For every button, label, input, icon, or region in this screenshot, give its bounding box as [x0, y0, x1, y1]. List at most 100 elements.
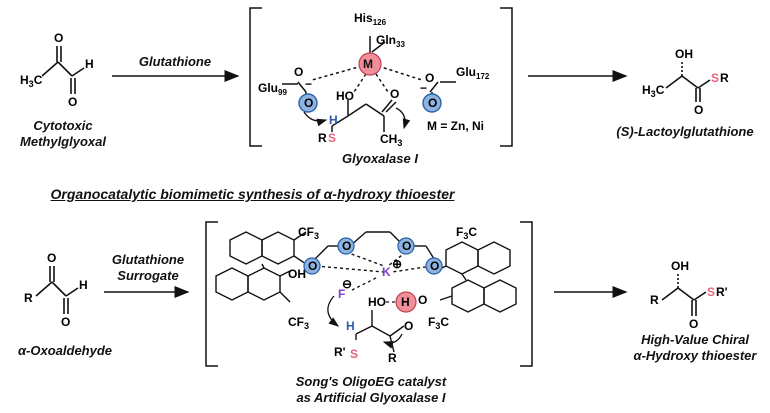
oxoaldehyde-o1-label: O — [47, 251, 56, 265]
glu172-o-label: O — [425, 71, 434, 85]
arrow3-label-line1: Glutathione — [111, 252, 185, 267]
right-bracket-bottom — [520, 221, 533, 367]
hydroxyl-label: HO — [336, 89, 354, 103]
ether-o4-label: O — [430, 259, 439, 273]
substrate-bonds — [355, 310, 405, 353]
ketone-o-label: O — [390, 87, 399, 101]
substrate-o-label: O — [404, 319, 413, 333]
curved-arrow-4 — [382, 333, 403, 349]
glu99-ominus-label: O — [304, 96, 313, 110]
catalyst-right-binaphthyl — [437, 241, 517, 313]
phenol-h-highlight — [395, 291, 417, 313]
cf3-top-right: F3C — [456, 225, 477, 241]
substrate-oh-label: HO — [368, 295, 386, 309]
product-r-label: R — [720, 71, 729, 85]
glu99-label: Glu99 — [258, 81, 287, 97]
catalyst-line1: Song's OligoEG catalyst — [295, 374, 447, 389]
right-bracket-top — [500, 7, 513, 147]
ch3-label: CH3 — [380, 132, 402, 148]
oxoaldehyde-r-label: R — [24, 291, 33, 305]
thioester-line2: α-Hydroxy thioester — [633, 348, 757, 363]
oligoeg-chain — [311, 231, 437, 273]
oxoaldehyde-structure — [35, 266, 79, 314]
glu172-ominus-label: O — [428, 96, 437, 110]
metal-note: M = Zn, Ni — [427, 119, 484, 133]
product-methyl-label: H3C — [642, 83, 665, 99]
methylglyoxal-line1: Cytotoxic — [33, 118, 93, 133]
potassium-charge: ⊕ — [392, 257, 402, 271]
arrow3-label: Glutathione Surrogate — [96, 252, 200, 284]
product-s-label: S — [711, 71, 719, 85]
fluoride-label: F — [338, 287, 345, 301]
oh-left: OH — [288, 267, 306, 281]
oxoaldehyde-caption: α-Oxoaldehyde — [17, 343, 113, 358]
metal-center-highlight — [358, 52, 382, 76]
catalyst-line2: as Artificial Glyoxalase I — [296, 390, 446, 405]
curved-arrow-2 — [395, 107, 411, 130]
r-group-label: R — [318, 131, 327, 145]
phenol-h-label: H — [401, 295, 410, 309]
glu99-o-label: O — [294, 65, 303, 79]
ether-o3-highlight — [397, 237, 415, 255]
his126-label: His126 — [354, 11, 387, 27]
active-site-bonds — [282, 36, 456, 132]
ether-o2-highlight — [337, 237, 355, 255]
ether-o4-highlight — [425, 257, 443, 275]
aldehyde-h-label: H — [85, 57, 94, 71]
ether-o1-label: O — [308, 259, 317, 273]
substrate-r-prime-label: R' — [334, 345, 346, 359]
product2-oh-label: OH — [671, 259, 689, 273]
aldehyde-o-label: O — [68, 95, 77, 109]
ether-o2-label: O — [342, 239, 351, 253]
carbonyl-o-label: O — [54, 31, 63, 45]
gln33-label: Gln33 — [376, 33, 405, 49]
glu172-label: Glu172 — [456, 65, 490, 81]
oxoaldehyde-o2-label: O — [61, 315, 70, 329]
glu172-charge: − — [420, 81, 427, 95]
hydrogen-label: H — [329, 113, 338, 127]
curved-arrow-3 — [327, 295, 340, 327]
sulfur-label: S — [328, 131, 336, 145]
thioester-caption: High-Value Chiral α-Hydroxy thioester — [620, 332, 770, 364]
arrow1-label: Glutathione — [138, 54, 212, 69]
lactoylglutathione-structure — [665, 60, 711, 102]
methylglyoxal-caption: Cytotoxic Methylglyoxal — [8, 118, 118, 150]
product-o-label: O — [694, 103, 703, 117]
product2-r-prime-label: R' — [716, 285, 728, 299]
curved-arrow-1 — [303, 111, 328, 127]
hydroxy-thioester-structure — [661, 272, 707, 316]
thioester-line1: High-Value Chiral — [641, 332, 749, 347]
product-oh-label: OH — [675, 47, 693, 61]
left-bracket-bottom — [205, 221, 218, 367]
metal-label: M — [363, 57, 373, 71]
arrow3-label-line2: Surrogate — [117, 268, 179, 283]
methyl-group-label: H3C — [20, 73, 43, 89]
product2-r-label: R — [650, 293, 659, 307]
phenol-o-label: O — [418, 293, 427, 307]
glyoxalase-caption: Glyoxalase I — [342, 151, 418, 166]
catalyst-caption: Song's OligoEG catalyst as Artificial Gl… — [256, 374, 486, 406]
left-bracket-top — [249, 7, 262, 147]
oxoaldehyde-h-label: H — [79, 278, 88, 292]
cf3-bottom-right: F3C — [428, 315, 449, 331]
section-title: Organocatalytic biomimetic synthesis of … — [50, 186, 455, 202]
methylglyoxal-structure — [41, 46, 85, 94]
product2-o-label: O — [689, 317, 698, 331]
lactoylglutathione-caption: (S)-Lactoylglutathione — [616, 124, 754, 139]
cf3-top-left: CF3 — [298, 225, 319, 241]
product2-s-label: S — [707, 285, 715, 299]
glu172-oxygen-highlight — [422, 93, 442, 113]
k-f-interaction — [351, 277, 377, 291]
potassium-label: K — [382, 265, 391, 279]
ether-o1-highlight — [303, 257, 321, 275]
catalyst-left-binaphthyl — [215, 231, 307, 303]
substrate-s-label: S — [350, 347, 358, 361]
methylglyoxal-line2: Methylglyoxal — [20, 134, 106, 149]
glu99-charge: − — [305, 77, 312, 91]
glu99-oxygen-highlight — [298, 93, 318, 113]
substrate-r-label: R — [388, 351, 397, 365]
substrate-h-label: H — [346, 319, 355, 333]
ether-o3-label: O — [402, 239, 411, 253]
fluoride-charge: ⊖ — [342, 277, 352, 291]
